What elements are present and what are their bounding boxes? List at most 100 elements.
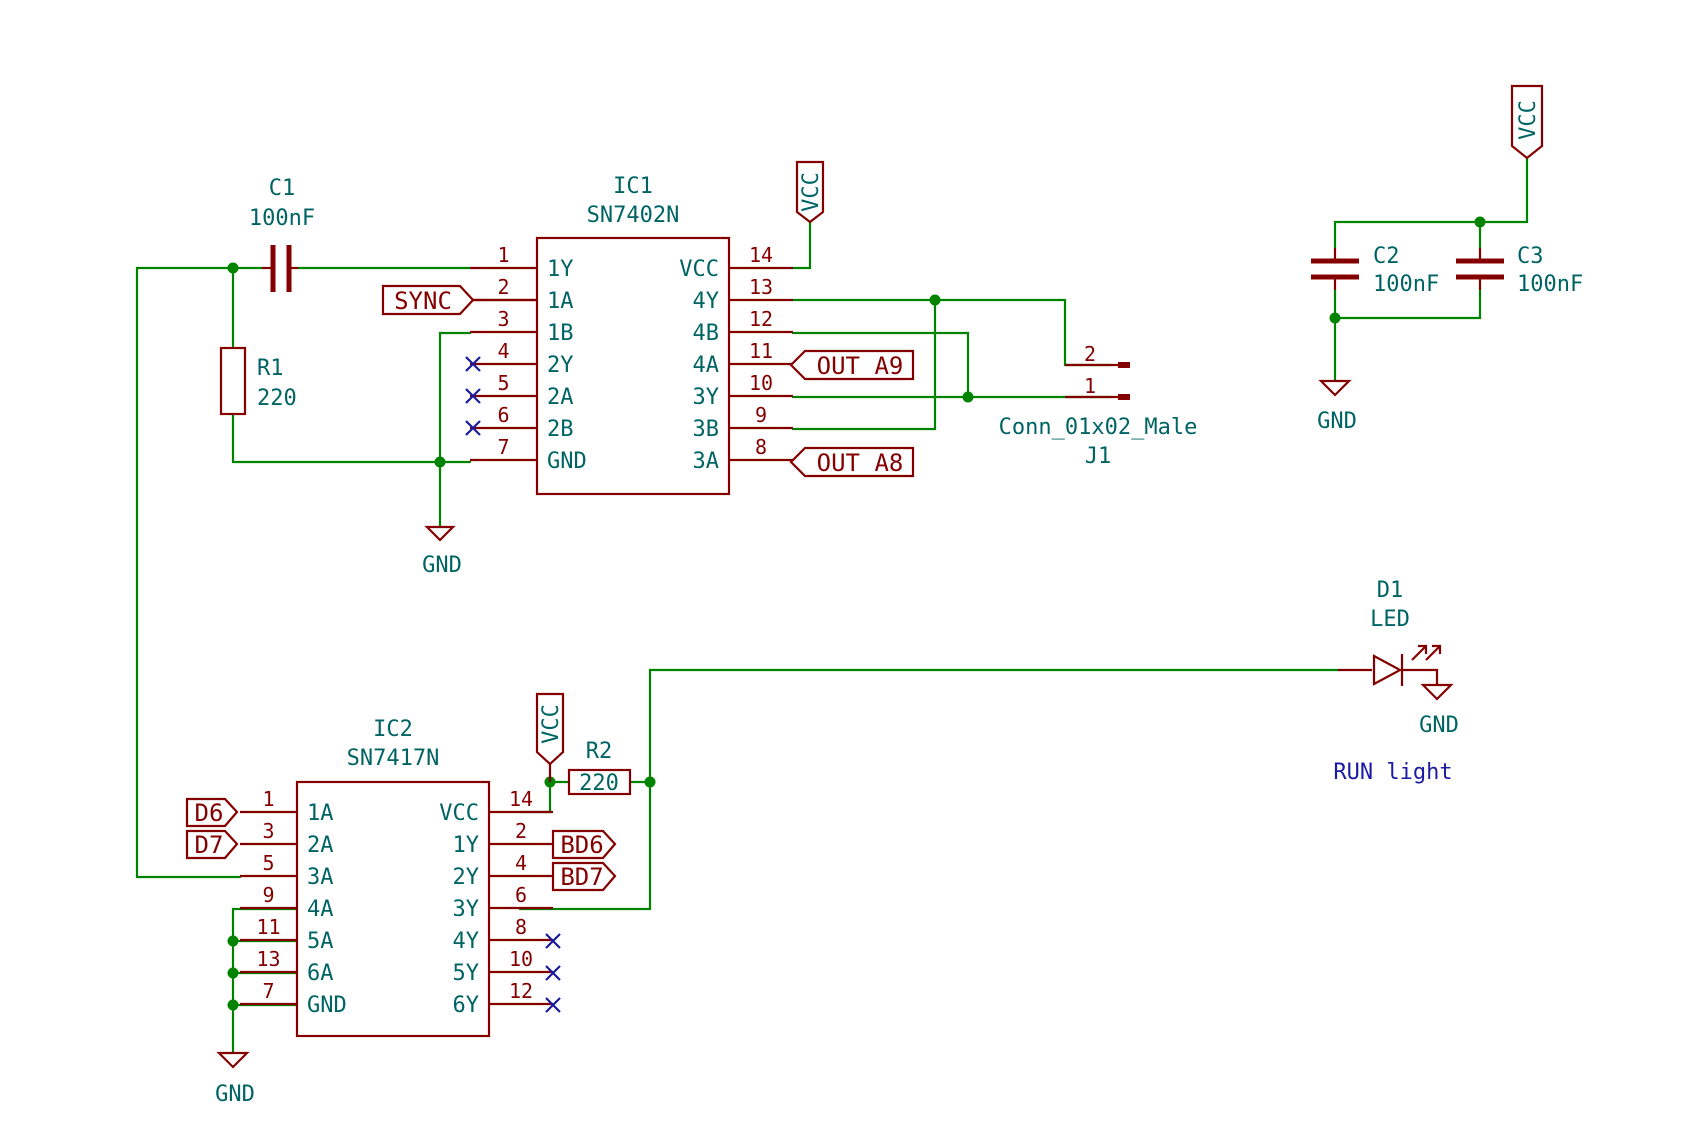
gnd-power-ic2[interactable]: GND — [215, 1051, 255, 1107]
j1-component[interactable]: 2 1 Conn_01x02_Male J1 — [999, 342, 1198, 469]
ic-pin-number: 3 — [497, 307, 509, 331]
led-icon — [1372, 654, 1403, 686]
gnd-power-ic1[interactable]: GND — [422, 525, 462, 578]
junction-dot — [227, 262, 239, 274]
r2-ref: R2 — [586, 739, 613, 764]
c2-value: 100nF — [1373, 272, 1439, 297]
light-ray-arrow — [1418, 644, 1428, 654]
j1-pin-2-tip — [1118, 362, 1130, 368]
label-out-a9-text: OUT_A9 — [817, 352, 904, 380]
wire-4y-to-3b[interactable] — [791, 298, 937, 431]
ic-pin-number: 13 — [749, 275, 773, 299]
ic-pin-name: 2Y — [453, 865, 480, 890]
ic-pin-name: 2B — [547, 417, 574, 442]
gnd-power-caps[interactable]: GND — [1317, 379, 1357, 434]
ic-pin-name: 4B — [693, 321, 720, 346]
vcc-power-ic2[interactable]: VCC — [535, 692, 565, 782]
vcc-label: VCC — [539, 704, 564, 744]
junction-dot — [227, 967, 239, 979]
c2-ref: C2 — [1373, 244, 1400, 269]
d1-ref: D1 — [1377, 578, 1404, 603]
light-ray-icon — [1425, 645, 1441, 661]
no-connect-icon — [545, 933, 561, 949]
ic-pin-name: 5A — [307, 929, 334, 954]
ic-pin-name: GND — [547, 449, 587, 474]
ic-pin-number: 10 — [509, 947, 533, 971]
ic-pin-number: 4 — [497, 339, 509, 363]
label-bd6[interactable]: BD6 — [551, 829, 617, 860]
label-out-a9[interactable]: OUT_A9 — [789, 349, 915, 381]
ic2-body[interactable] — [295, 780, 491, 1038]
label-d6[interactable]: D6 — [185, 797, 239, 828]
ground-icon — [1420, 683, 1454, 701]
ic-pin-name: 4A — [693, 353, 720, 378]
d1-cathode-lead — [1402, 668, 1439, 684]
c2-component[interactable]: C2 100nF — [1311, 244, 1439, 297]
light-ray-arrow — [1432, 644, 1442, 654]
r1-body[interactable] — [219, 346, 247, 416]
ic-pin-name: 4A — [307, 897, 334, 922]
ic2-value: SN7417N — [347, 746, 440, 771]
ic-pin-number: 8 — [515, 915, 527, 939]
j1-pin-1-tip — [1118, 394, 1130, 400]
r2-component[interactable]: 220 R2 — [567, 739, 632, 796]
label-bd7-shape — [551, 861, 617, 892]
ic-pin-name: 1A — [307, 801, 334, 826]
label-sync-shape — [381, 284, 475, 316]
gnd-label: GND — [215, 1082, 255, 1107]
ic-pin-number: 11 — [256, 915, 280, 939]
d1-value: LED — [1370, 607, 1410, 632]
d1-component[interactable]: D1 LED RUN light — [1333, 578, 1452, 785]
no-connect-markers — [465, 356, 561, 1013]
label-out-a9-shape — [789, 349, 915, 381]
no-connect-icon — [465, 356, 481, 372]
ic-pin-number: 14 — [749, 243, 773, 267]
c3-component[interactable]: C3 100nF — [1456, 244, 1583, 297]
vcc-power-caps[interactable]: VCC — [1510, 84, 1544, 160]
j1-pin-2-num: 2 — [1084, 342, 1096, 366]
label-d7[interactable]: D7 — [185, 829, 239, 860]
ic-pin-number: 11 — [749, 339, 773, 363]
c1-component[interactable]: C1 100nF — [249, 176, 315, 292]
ic-pin-number: 9 — [755, 403, 767, 427]
gnd-power-led[interactable]: GND — [1419, 683, 1459, 738]
wire-vcc-to-caps[interactable] — [1333, 156, 1529, 250]
label-d6-text: D6 — [195, 799, 224, 827]
vcc-power-ic1[interactable]: VCC — [795, 160, 825, 224]
ic-pin-name: 3Y — [453, 897, 480, 922]
wire-3y-to-led[interactable] — [518, 668, 1340, 911]
wire-ic1-1b-gnd[interactable] — [438, 331, 472, 529]
no-connect-icon — [465, 420, 481, 436]
junction-dot — [434, 456, 446, 468]
ic-pin-number: 13 — [256, 947, 280, 971]
ic-pin-name: GND — [307, 993, 347, 1018]
j1-pin-1-num: 1 — [1084, 374, 1096, 398]
r1-component[interactable]: R1 220 — [219, 346, 297, 416]
label-bd6-shape — [551, 829, 617, 860]
label-out-a8-text: OUT_A8 — [817, 449, 904, 477]
c3-value: 100nF — [1517, 272, 1583, 297]
vcc-label: VCC — [1516, 100, 1541, 140]
wire-c1-to-ic2-3a[interactable] — [135, 266, 242, 879]
ic-pin-name: 1B — [547, 321, 574, 346]
label-sync[interactable]: SYNC — [381, 284, 537, 316]
ic-pin-number: 9 — [262, 883, 274, 907]
wire-caps-bottom[interactable] — [1333, 288, 1482, 320]
ic-pin-number: 5 — [497, 371, 509, 395]
wire-ic1-vcc[interactable] — [791, 220, 812, 270]
label-bd7-text: BD7 — [560, 863, 603, 891]
r2-body[interactable] — [567, 768, 632, 796]
label-out-a8[interactable]: OUT_A8 — [789, 446, 915, 478]
ic-pin-number: 12 — [749, 307, 773, 331]
wire-4b-to-3y[interactable] — [791, 331, 970, 399]
ic1-body[interactable] — [535, 236, 731, 496]
label-bd7[interactable]: BD7 — [551, 861, 617, 892]
ic-pin-name: 1Y — [453, 833, 480, 858]
ic-pin-number: 14 — [509, 787, 533, 811]
vcc-label: VCC — [799, 172, 824, 212]
wire-r1-bottom[interactable] — [231, 412, 442, 464]
